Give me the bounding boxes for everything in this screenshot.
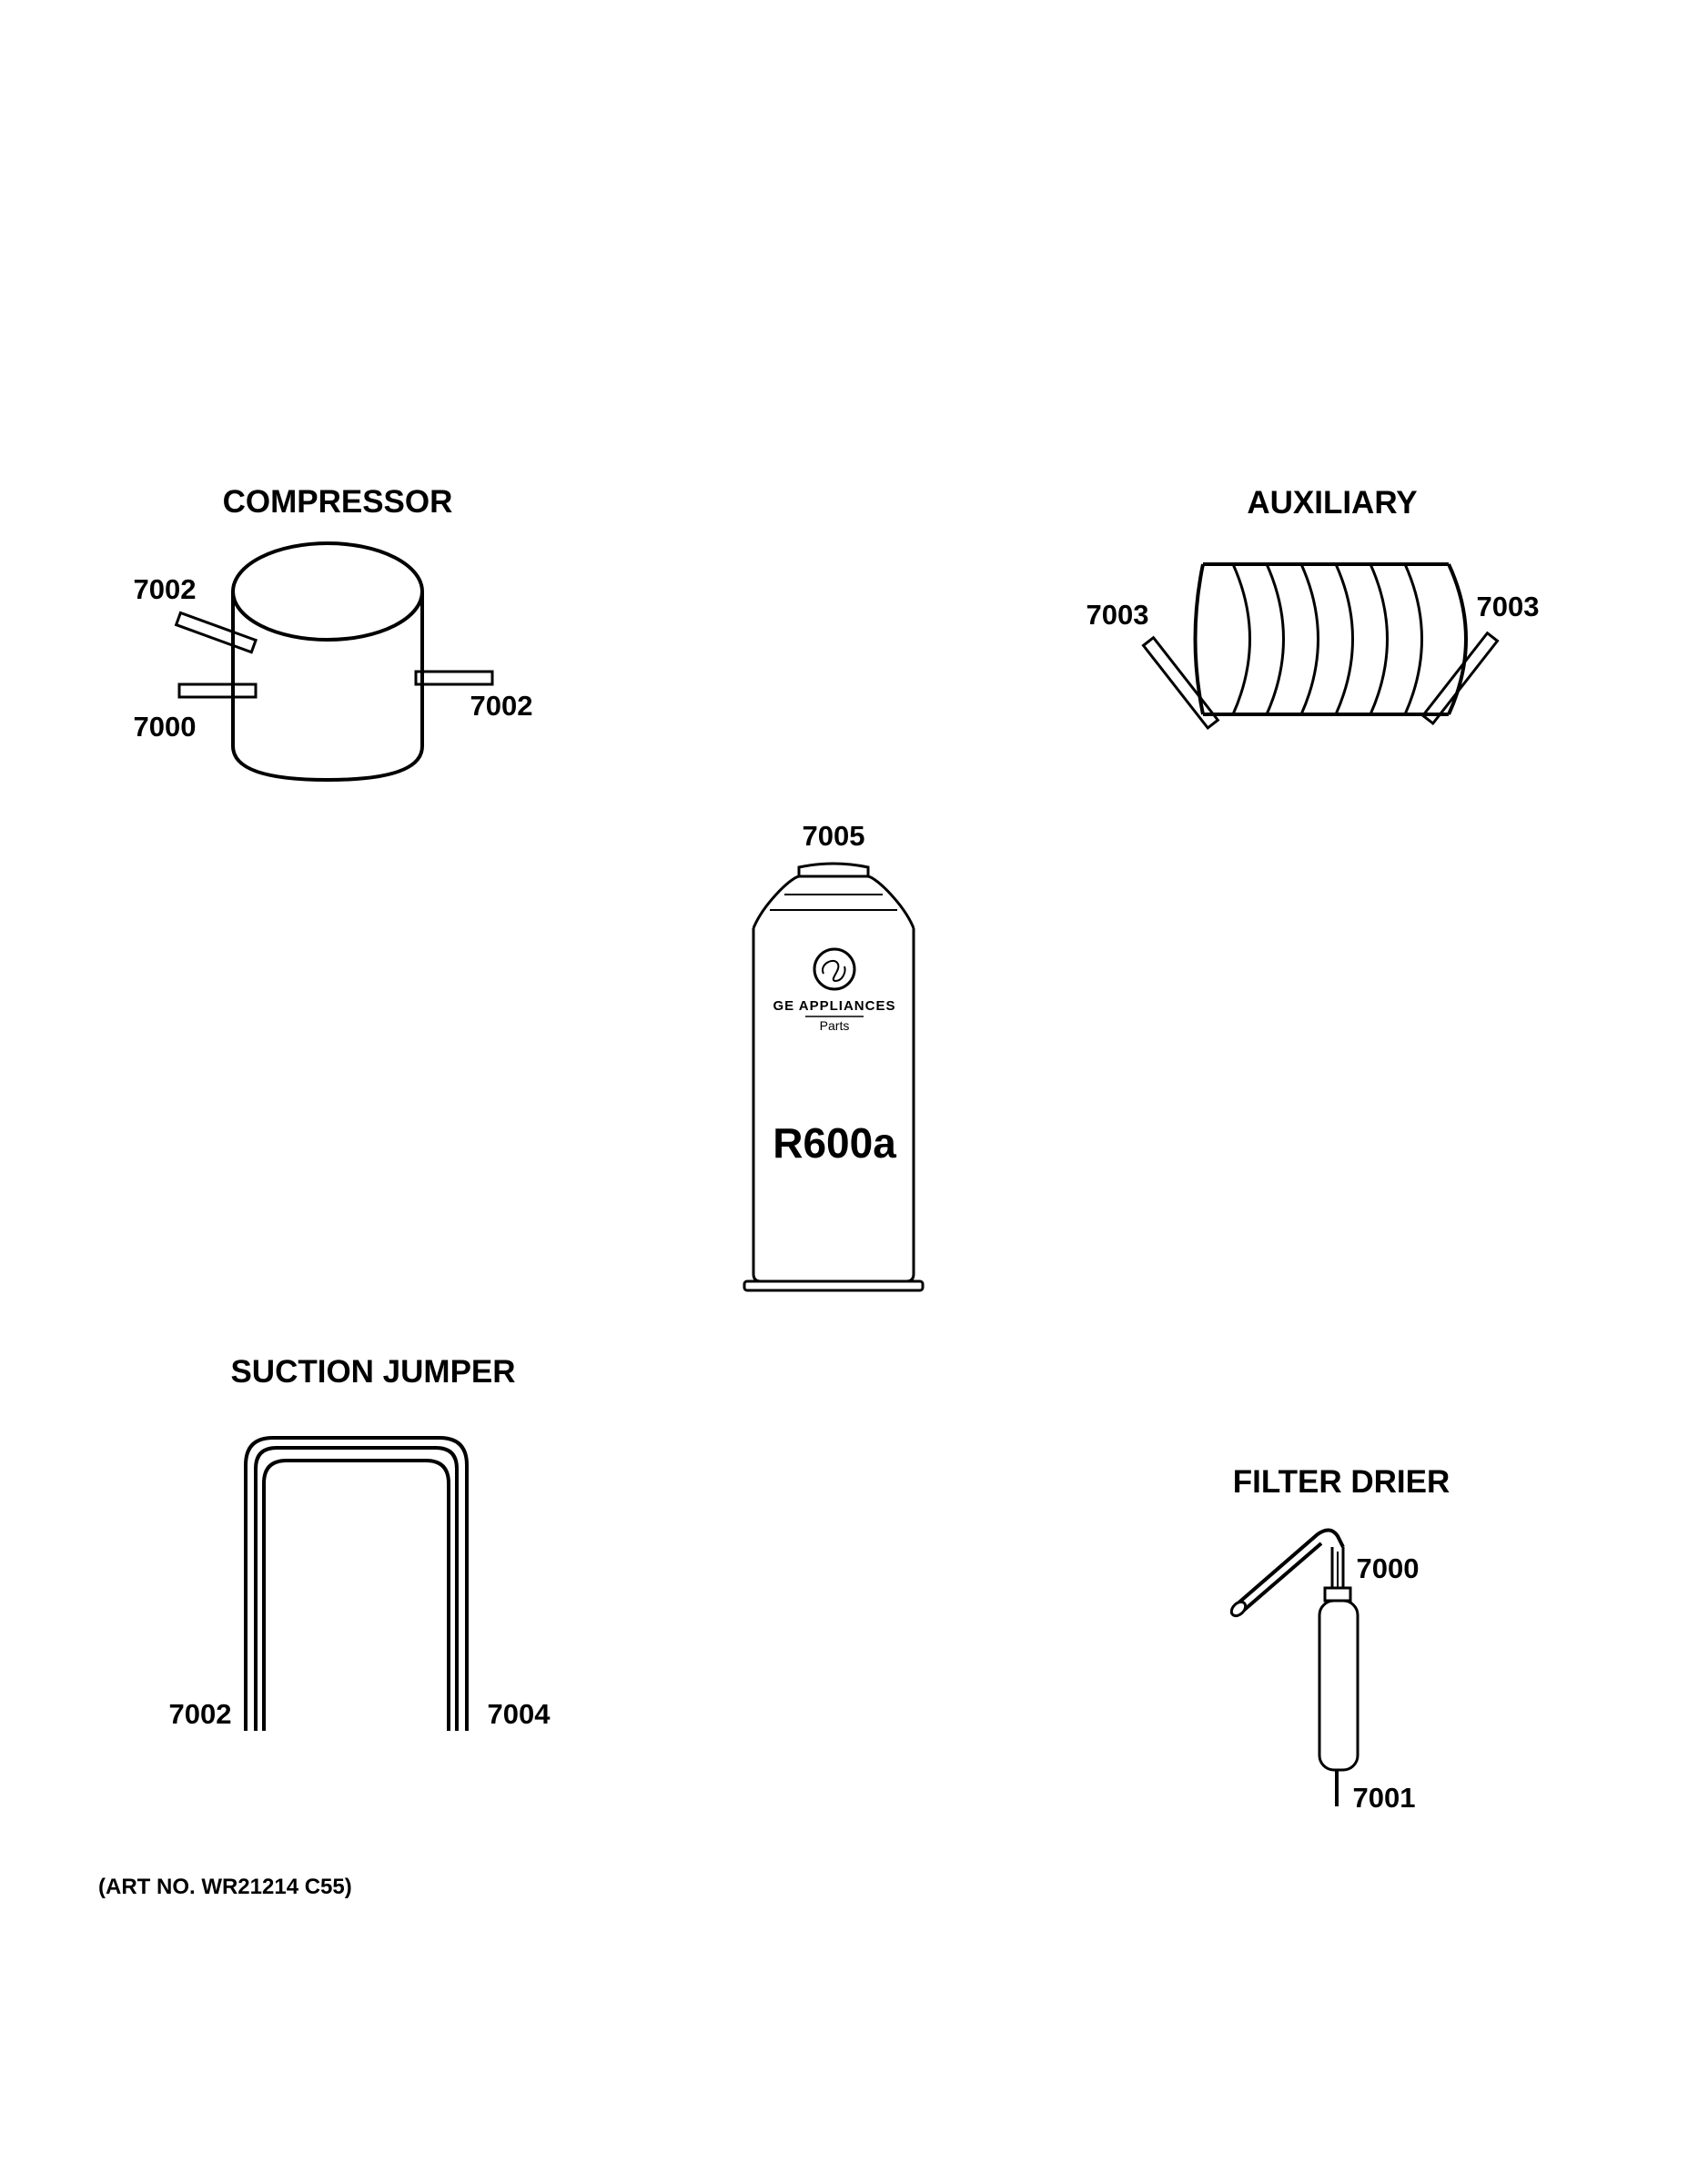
drier-inlet-tube-wall xyxy=(1239,1542,1323,1614)
can-brand: GE APPLIANCES xyxy=(773,998,896,1014)
suction-jumper-title: SUCTION JUMPER xyxy=(230,1354,515,1390)
art-number: (ART NO. WR21214 C55) xyxy=(98,1875,352,1899)
compressor-drawing xyxy=(174,541,494,783)
auxiliary-coil-drawing xyxy=(1141,562,1500,731)
auxiliary-coil-loop xyxy=(1369,563,1389,715)
can-base xyxy=(743,1279,925,1292)
auxiliary-coil-right-end xyxy=(1447,563,1468,715)
can-brand-sub: Parts xyxy=(820,1018,850,1033)
jumper-inner-tube xyxy=(262,1459,450,1731)
filter-drier-drawing xyxy=(1229,1528,1359,1806)
compressor-tube-upper-left xyxy=(174,611,258,654)
compressor-tube-lower-left xyxy=(177,682,258,699)
suction-jumper-group: SUCTION JUMPER 7002 7004 xyxy=(169,1354,551,1731)
drier-inlet-tube xyxy=(1234,1528,1345,1607)
filter-drier-callout-top: 7000 xyxy=(1357,1552,1420,1584)
compressor-group: COMPRESSOR 7002 7000 7002 xyxy=(134,484,533,783)
compressor-callout-lower-left: 7000 xyxy=(134,711,197,743)
drier-body xyxy=(1318,1599,1359,1772)
auxiliary-coil-loop xyxy=(1334,563,1354,715)
refrigerant-can-drawing: GE APPLIANCES Parts R600a xyxy=(743,862,925,1292)
compressor-bottom xyxy=(231,745,424,783)
can-refrigerant-label: R600a xyxy=(773,1119,896,1167)
can-callout: 7005 xyxy=(803,820,865,852)
can-shoulder xyxy=(752,875,915,929)
auxiliary-callout-left: 7003 xyxy=(1087,599,1149,631)
auxiliary-coil-loop xyxy=(1299,563,1319,715)
ge-logo-icon xyxy=(813,947,856,991)
compressor-callout-upper-left: 7002 xyxy=(134,573,197,605)
can-valve xyxy=(797,862,870,876)
auxiliary-tube-left xyxy=(1141,635,1220,731)
auxiliary-tube-right xyxy=(1420,631,1500,726)
auxiliary-coil-loop xyxy=(1403,563,1423,715)
compressor-top xyxy=(231,541,424,642)
filter-drier-callout-bottom: 7001 xyxy=(1353,1782,1416,1814)
jumper-outer-tube-inner-wall xyxy=(254,1446,459,1731)
drier-collar xyxy=(1323,1586,1352,1603)
auxiliary-coil-loop xyxy=(1231,563,1251,715)
auxiliary-group: AUXILIARY 7003 7003 xyxy=(1087,485,1540,731)
ge-monogram-icon xyxy=(822,959,846,983)
auxiliary-title: AUXILIARY xyxy=(1247,485,1417,521)
compressor-tube-right xyxy=(414,670,494,686)
jumper-outer-tube xyxy=(244,1436,469,1731)
suction-jumper-callout-left: 7002 xyxy=(169,1698,232,1730)
suction-jumper-drawing xyxy=(244,1436,469,1731)
filter-drier-title: FILTER DRIER xyxy=(1233,1464,1450,1500)
filter-drier-group: FILTER DRIER 7000 7001 xyxy=(1229,1464,1450,1814)
refrigerant-can-group: 7005 GE APPLIANCES Parts R600a xyxy=(743,820,925,1292)
suction-jumper-callout-right: 7004 xyxy=(488,1698,551,1730)
auxiliary-coil-loop xyxy=(1265,563,1285,715)
compressor-title: COMPRESSOR xyxy=(223,484,453,520)
drier-inlet-end xyxy=(1229,1600,1248,1618)
auxiliary-callout-right: 7003 xyxy=(1477,591,1540,622)
compressor-callout-right: 7002 xyxy=(470,690,533,722)
